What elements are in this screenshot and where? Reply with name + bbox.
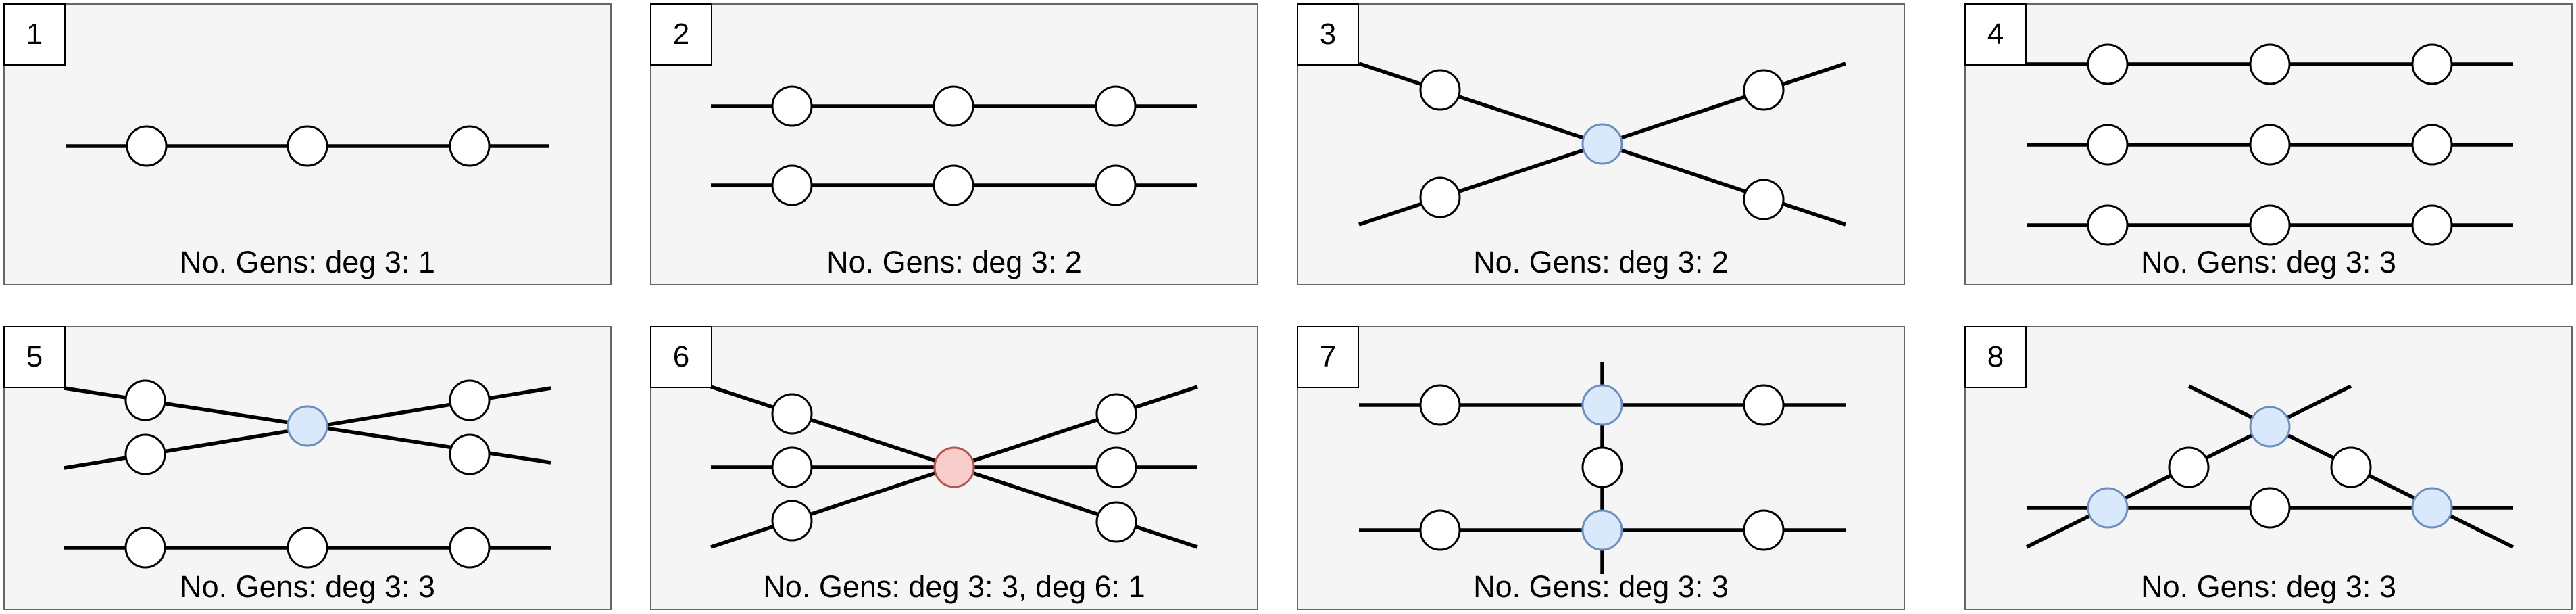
node xyxy=(449,433,491,475)
degree-6-node xyxy=(933,446,975,488)
node xyxy=(2087,43,2129,85)
panel-caption: No. Gens: deg 3: 3 xyxy=(1473,569,1729,604)
degree-3-node xyxy=(2411,487,2453,529)
panel-2: 2 No. Gens: deg 3: 2 xyxy=(650,3,1258,285)
panel-number: 7 xyxy=(1297,326,1359,388)
node xyxy=(287,125,328,167)
panel-7: 7 No. Gens: deg 3: 3 xyxy=(1297,326,1905,610)
node xyxy=(449,125,491,167)
node xyxy=(1743,69,1785,111)
diagram-4 xyxy=(2027,43,2513,246)
diagram-5 xyxy=(64,379,551,569)
panel-caption: No. Gens: deg 3: 3 xyxy=(180,569,435,604)
node xyxy=(771,500,813,542)
node xyxy=(1095,501,1137,543)
panel-number: 8 xyxy=(1964,326,2027,388)
diagram-2 xyxy=(711,85,1197,206)
node xyxy=(2249,43,2291,85)
node xyxy=(771,393,813,435)
node xyxy=(2087,124,2129,166)
node xyxy=(2411,124,2453,166)
node xyxy=(124,527,166,569)
node xyxy=(1743,179,1785,220)
node xyxy=(1095,393,1137,435)
node xyxy=(1419,509,1461,551)
node xyxy=(2249,124,2291,166)
panel-5: 5 No. Gens: deg 3: 3 xyxy=(3,326,612,610)
panel-4: 4 No. Gens: deg 3: 3 xyxy=(1964,3,2573,285)
node xyxy=(2168,446,2210,488)
panel-caption: No. Gens: deg 3: 2 xyxy=(1473,245,1729,279)
degree-3-node xyxy=(2087,487,2129,529)
node xyxy=(1743,384,1785,426)
degree-3-node xyxy=(2249,406,2291,448)
panel-1: 1 No. Gens: deg 3: 1 xyxy=(3,3,612,285)
diagram-3 xyxy=(1358,62,1846,227)
panel-number: 4 xyxy=(1964,3,2027,66)
node xyxy=(771,164,813,206)
panel-number: 6 xyxy=(650,326,712,388)
node xyxy=(1419,176,1461,218)
node xyxy=(1581,446,1623,488)
node xyxy=(124,433,166,475)
node xyxy=(1095,85,1137,127)
panel-number: 5 xyxy=(3,326,66,388)
degree-3-node xyxy=(1581,384,1623,426)
panel-number: 3 xyxy=(1297,3,1359,66)
node xyxy=(2411,43,2453,85)
node xyxy=(1095,446,1137,488)
node xyxy=(1743,509,1785,551)
panel-number: 1 xyxy=(3,3,66,66)
node xyxy=(126,125,168,167)
panel-6: 6 No. Gens: deg 3: 3, deg 6: 1 xyxy=(650,326,1258,610)
node xyxy=(933,85,974,127)
node xyxy=(449,379,491,421)
panel-number: 2 xyxy=(650,3,712,66)
node xyxy=(449,527,491,569)
degree-3-node xyxy=(1581,509,1623,551)
node xyxy=(1419,69,1461,111)
node xyxy=(933,164,974,206)
node xyxy=(2087,204,2129,246)
node xyxy=(1419,384,1461,426)
panel-8: 8 No. Gens: deg 3: 3 xyxy=(1964,326,2573,610)
panel-caption: No. Gens: deg 3: 2 xyxy=(826,245,1082,279)
node xyxy=(771,446,813,488)
node xyxy=(771,85,813,127)
diagram-8 xyxy=(2025,384,2515,549)
panel-caption: No. Gens: deg 3: 3, deg 6: 1 xyxy=(763,569,1145,604)
diagram-6 xyxy=(710,385,1198,549)
node xyxy=(124,379,166,421)
node xyxy=(2249,204,2291,246)
panel-caption: No. Gens: deg 3: 3 xyxy=(2141,569,2396,604)
diagram-7 xyxy=(1359,362,1846,574)
node xyxy=(1095,164,1137,206)
diagram-1 xyxy=(66,125,549,167)
node xyxy=(287,527,328,569)
panel-3: 3 No. Gens: deg 3: 2 xyxy=(1297,3,1905,285)
panel-caption: No. Gens: deg 3: 1 xyxy=(180,245,435,279)
degree-3-node xyxy=(287,405,328,447)
node xyxy=(2249,487,2291,529)
degree-3-node xyxy=(1581,123,1623,165)
node xyxy=(2411,204,2453,246)
node xyxy=(2330,446,2372,488)
panel-caption: No. Gens: deg 3: 3 xyxy=(2141,245,2396,279)
